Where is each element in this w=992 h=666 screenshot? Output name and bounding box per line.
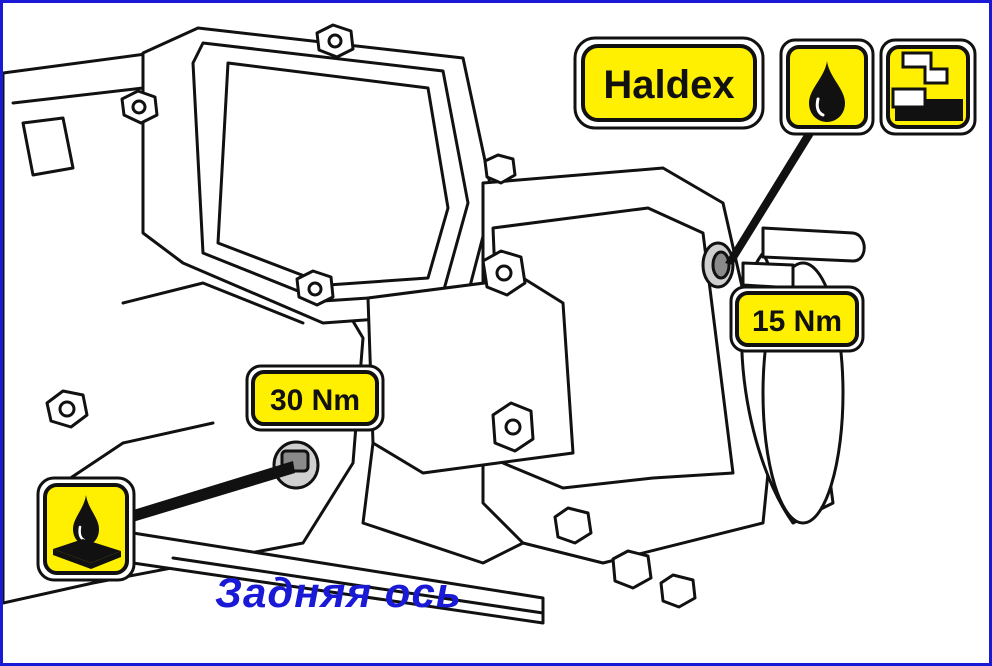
oil-level-pipe-icon	[879, 38, 977, 136]
bolt-pump-lower	[491, 401, 535, 453]
bolt-housing-right	[483, 153, 517, 185]
bolt-pump-upper	[481, 249, 527, 297]
haldex-label: Haldex	[603, 63, 734, 107]
haldex-badge: Haldex	[573, 36, 765, 130]
bolt-base-right	[611, 549, 653, 590]
oil-drain-icon	[36, 476, 136, 582]
bottom-rail-2	[171, 556, 545, 615]
pointer-line-fill	[725, 123, 821, 265]
housing-rib	[121, 281, 305, 325]
fill-plug-torque-label: 15 Nm	[752, 305, 842, 338]
bolt-pump-bottom	[553, 506, 593, 545]
fill-plug	[701, 241, 735, 289]
bolt-housing-upper	[120, 89, 159, 125]
pump-housing-edge	[361, 441, 525, 565]
drain-plug-torque-badge: 30 Nm	[245, 364, 385, 432]
bolt-cover-bottom	[295, 269, 335, 307]
housing-slot	[21, 116, 75, 177]
cover-plate-rim	[216, 61, 450, 287]
housing-rib-lower	[61, 421, 215, 485]
pipe-lower	[741, 261, 795, 290]
bolt-base-far	[659, 573, 697, 609]
drain-plug-torque-label: 30 Nm	[270, 384, 360, 417]
bolt-housing-lower	[45, 389, 89, 429]
pump-housing-block	[366, 276, 575, 475]
fill-plug-torque-badge: 15 Nm	[729, 285, 865, 353]
bolt-cover-top	[315, 23, 355, 59]
rear-axle-line-drawing: Haldex 15 Nm 30 Nm	[3, 23, 977, 625]
pipe-upper	[761, 226, 866, 263]
rear-axle-caption: Задняя ось	[215, 569, 462, 616]
pointer-line-drain	[113, 461, 295, 528]
oil-drop-icon	[779, 38, 875, 136]
